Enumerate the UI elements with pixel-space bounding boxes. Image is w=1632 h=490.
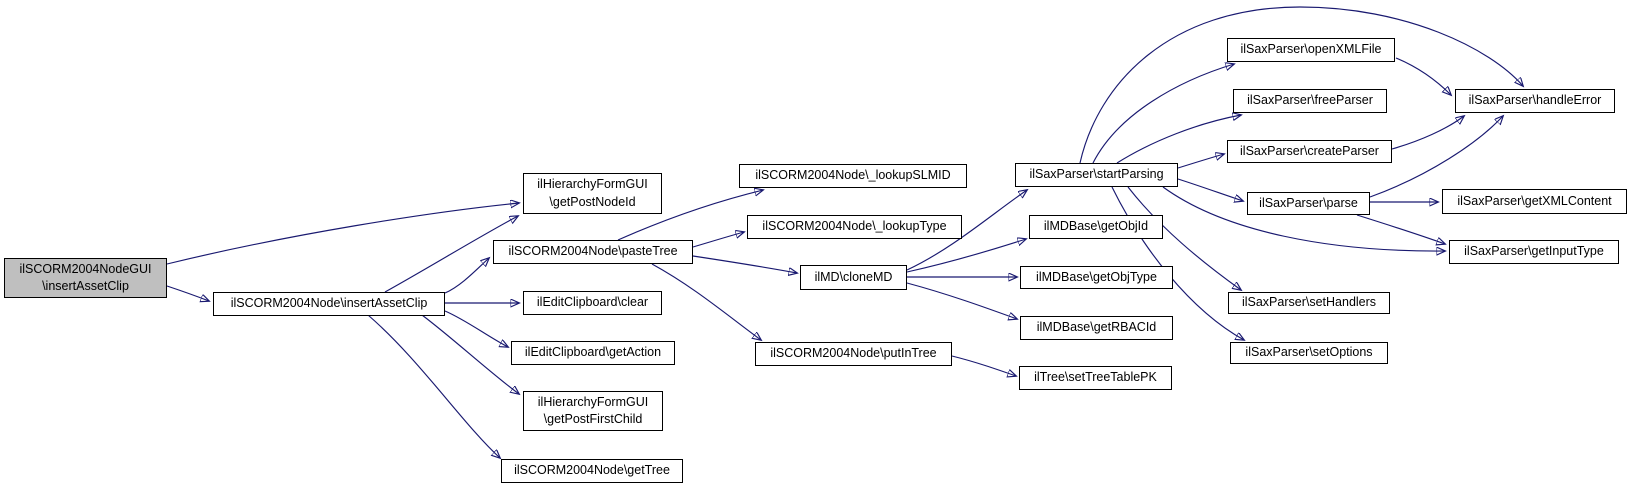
edge-parse-to-getinputtype xyxy=(1356,214,1445,244)
node-ilscorm2004node-lookupslmid[interactable]: ilSCORM2004Node\_lookupSLMID xyxy=(739,164,967,188)
edge-gui-insertassetclip-to-getpostnodeid xyxy=(166,203,519,265)
node-ilscorm2004node-insertassetclip[interactable]: ilSCORM2004Node\insertAssetClip xyxy=(213,292,445,316)
edge-insertassetclip-to-getpostfirstchild xyxy=(421,314,519,394)
node-ilsaxparser-getxmlcontent[interactable]: ilSaxParser\getXMLContent xyxy=(1442,189,1627,214)
node-ilsaxparser-createparser[interactable]: ilSaxParser\createParser xyxy=(1227,140,1392,163)
edge-startparsing-to-openxmlfile xyxy=(1092,64,1234,164)
node-ilscorm2004node-gettree[interactable]: ilSCORM2004Node\getTree xyxy=(501,459,683,483)
edge-pastetree-to-putintree xyxy=(651,263,761,340)
node-ilhierarchyformgui-getpostfirstchild[interactable]: ilHierarchyFormGUI \getPostFirstChild xyxy=(523,391,663,431)
node-ilscorm2004nodegui-insertassetclip[interactable]: ilSCORM2004NodeGUI \insertAssetClip xyxy=(4,258,167,298)
edge-gui-insertassetclip-to-insertassetclip xyxy=(166,285,209,301)
edge-clonemd-to-getobjid xyxy=(906,239,1026,273)
edge-openxmlfile-to-handleerror xyxy=(1395,57,1451,95)
node-ileditclipboard-clear[interactable]: ilEditClipboard\clear xyxy=(523,291,662,315)
node-ilhierarchyformgui-getpostnodeid[interactable]: ilHierarchyFormGUI \getPostNodeId xyxy=(523,173,662,214)
node-ilsaxparser-freeparser[interactable]: ilSaxParser\freeParser xyxy=(1233,89,1387,113)
edge-startparsing-to-handleerror xyxy=(1079,6,1523,164)
node-ilsaxparser-startparsing[interactable]: ilSaxParser\startParsing xyxy=(1015,163,1178,187)
node-ilmdbase-getrbacid[interactable]: ilMDBase\getRBACId xyxy=(1020,316,1173,340)
edge-startparsing-to-createparser xyxy=(1177,154,1224,169)
node-ilsaxparser-parse[interactable]: ilSaxParser\parse xyxy=(1247,192,1370,215)
edge-insertassetclip-to-pastetree xyxy=(444,258,489,294)
edge-insertassetclip-to-gettree xyxy=(367,314,500,458)
edge-insertassetclip-to-getaction xyxy=(444,310,508,347)
edge-pastetree-to-lookupslmid xyxy=(617,190,763,241)
edge-insertassetclip-to-getpostnodeid xyxy=(384,216,518,293)
node-ilsaxparser-setoptions[interactable]: ilSaxParser\setOptions xyxy=(1230,342,1388,364)
node-ilscorm2004node-putintree[interactable]: ilSCORM2004Node\putInTree xyxy=(755,342,952,366)
edge-startparsing-to-sethandlers xyxy=(1127,186,1241,290)
edge-clonemd-to-getrbacid xyxy=(906,282,1017,319)
node-ilsaxparser-sethandlers[interactable]: ilSaxParser\setHandlers xyxy=(1228,292,1390,314)
node-iltree-settreetablepk[interactable]: ilTree\setTreeTablePK xyxy=(1019,366,1172,390)
node-ilsaxparser-openxmlfile[interactable]: ilSaxParser\openXMLFile xyxy=(1227,38,1395,62)
node-ilscorm2004node-lookuptype[interactable]: ilSCORM2004Node\_lookupType xyxy=(747,215,962,239)
node-ilsaxparser-handleerror[interactable]: ilSaxParser\handleError xyxy=(1455,89,1615,113)
node-ilmdbase-getobjtype[interactable]: ilMDBase\getObjType xyxy=(1020,266,1173,289)
edge-putintree-to-settreetablepk xyxy=(951,355,1016,376)
edge-pastetree-to-clonemd xyxy=(692,255,797,273)
node-ileditclipboard-getaction[interactable]: ilEditClipboard\getAction xyxy=(511,341,675,365)
edge-startparsing-to-parse xyxy=(1177,178,1243,201)
node-ilsaxparser-getinputtype[interactable]: ilSaxParser\getInputType xyxy=(1449,240,1619,264)
edge-clonemd-to-startparsing xyxy=(906,190,1027,271)
node-ilmd-clonemd[interactable]: ilMD\cloneMD xyxy=(800,265,907,290)
node-ilmdbase-getobjid[interactable]: ilMDBase\getObjId xyxy=(1029,215,1163,239)
edge-pastetree-to-lookuptype xyxy=(692,232,744,248)
edge-parse-to-handleerror xyxy=(1369,116,1503,198)
edge-startparsing-to-getinputtype xyxy=(1162,186,1445,251)
edge-createparser-to-handleerror xyxy=(1391,116,1464,150)
node-ilscorm2004node-pastetree[interactable]: ilSCORM2004Node\pasteTree xyxy=(493,240,693,264)
edge-startparsing-to-freeparser xyxy=(1116,115,1241,164)
